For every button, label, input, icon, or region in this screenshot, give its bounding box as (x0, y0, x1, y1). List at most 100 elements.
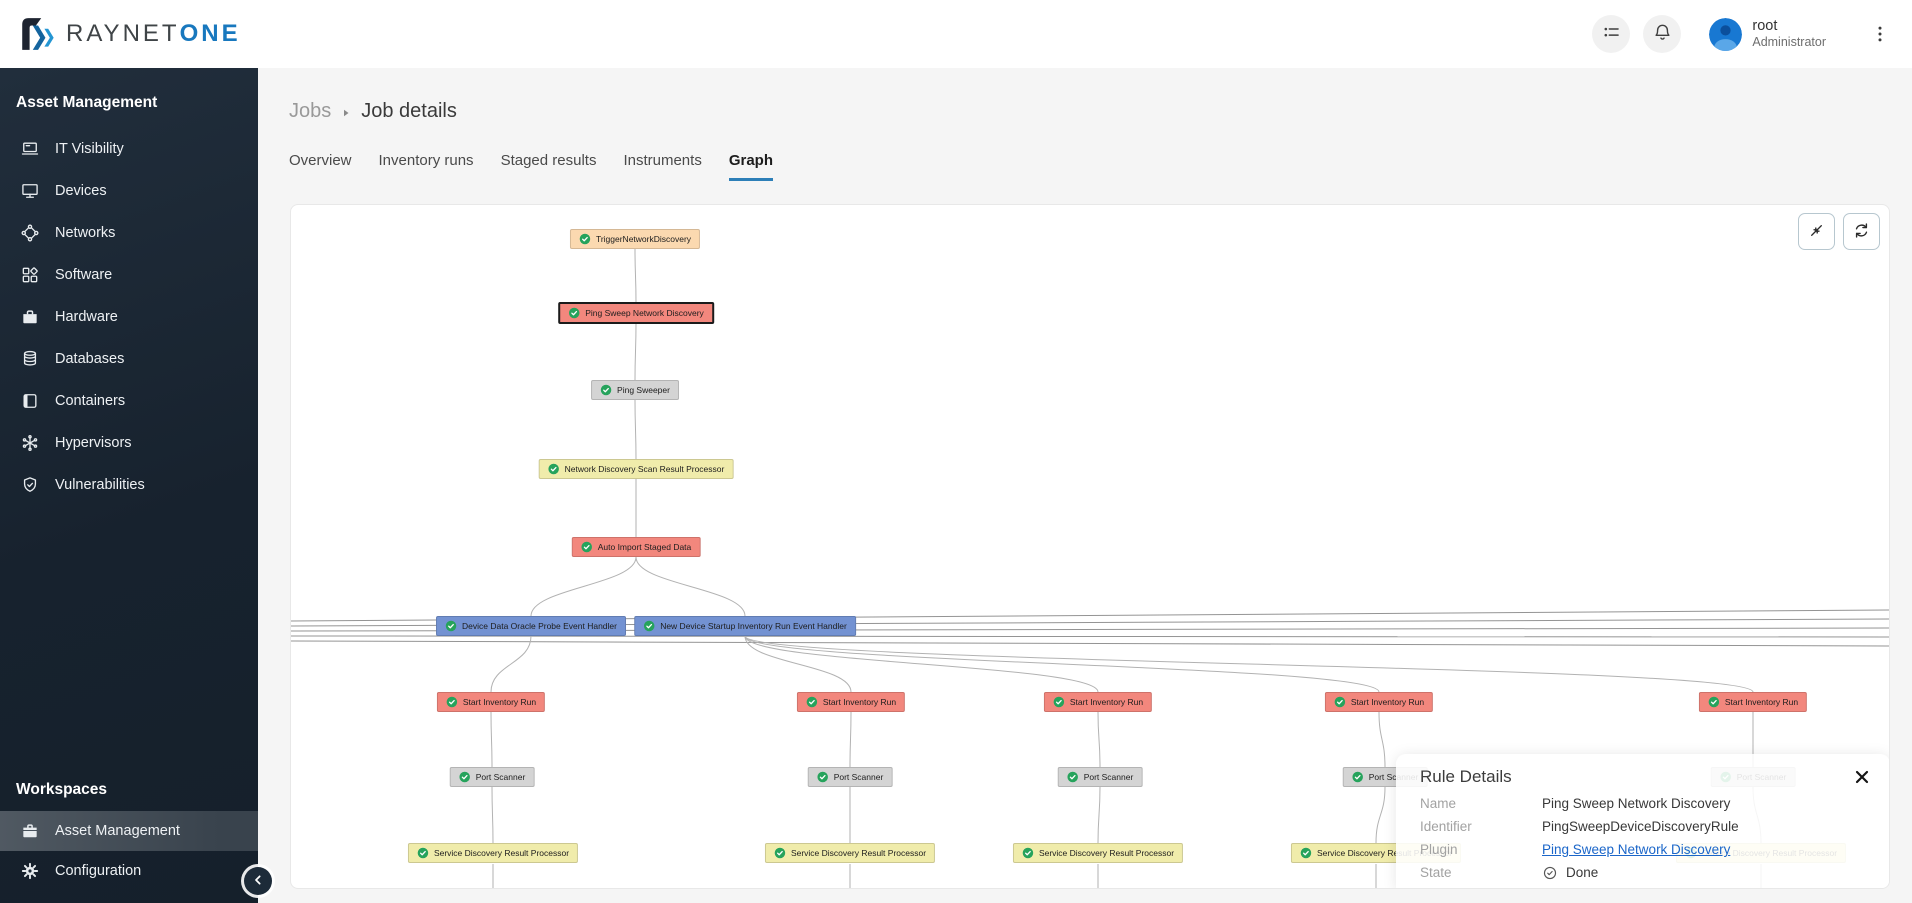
raynet-logo-icon (18, 15, 56, 53)
graph-controls (1798, 213, 1880, 250)
graph-node-device-data-oracle-probe-event-handler[interactable]: Device Data Oracle Probe Event Handler (436, 616, 626, 636)
breadcrumb-arrow-icon (340, 105, 352, 119)
rule-field-identifier: Identifier PingSweepDeviceDiscoveryRule (1420, 818, 1866, 836)
tasks-list-button[interactable] (1592, 15, 1631, 53)
workspace-item-configuration[interactable]: Configuration (0, 851, 258, 891)
brand-logo: RAYNETONE (18, 15, 241, 53)
user-role: Administrator (1752, 35, 1826, 50)
brand-name-primary: RAYNET (66, 20, 180, 47)
graph-node-auto-import-staged-data[interactable]: Auto Import Staged Data (571, 537, 701, 557)
workspace-item-asset-management[interactable]: Asset Management (0, 811, 258, 851)
graph-node-label: Network Discovery Scan Result Processor (564, 464, 725, 474)
plugin-link[interactable]: Ping Sweep Network Discovery (1542, 842, 1731, 857)
graph-edges (291, 248, 1889, 888)
sidebar-item-hardware[interactable]: Hardware (0, 296, 258, 338)
graph-node-label: TriggerNetworkDiscovery (595, 234, 692, 244)
monitor-icon (20, 181, 40, 201)
graph-node-ping-sweep-network-discovery[interactable]: Ping Sweep Network Discovery (558, 302, 714, 324)
sidebar-item-networks[interactable]: Networks (0, 212, 258, 254)
sidebar-item-hypervisors[interactable]: Hypervisors (0, 422, 258, 464)
rule-field-value: Ping Sweep Network Discovery (1542, 796, 1731, 811)
sidebar-item-label: Databases (55, 351, 125, 367)
check-circle-icon (1300, 847, 1312, 859)
user-name: root (1752, 18, 1778, 35)
sidebar-item-label: Hypervisors (55, 435, 132, 451)
graph-node-ping-sweeper[interactable]: Ping Sweeper (591, 380, 679, 400)
check-circle-icon (1352, 771, 1364, 783)
check-circle-icon (806, 696, 818, 708)
graph-node-label: Port Scanner (833, 772, 884, 782)
close-rule-details-button[interactable] (1850, 766, 1874, 790)
notifications-button[interactable] (1643, 15, 1682, 53)
tab-graph[interactable]: Graph (728, 152, 774, 181)
check-circle-icon (548, 463, 560, 475)
tasks-list-icon (1601, 22, 1622, 46)
check-circle-icon (568, 307, 580, 319)
breadcrumb: Jobs Job details (289, 100, 457, 123)
rule-field-label: Identifier (1420, 819, 1472, 834)
sidebar-item-software[interactable]: Software (0, 254, 258, 296)
graph-node-service-discovery-result-processor[interactable]: Service Discovery Result Processor (1012, 843, 1184, 863)
sidebar-item-it-visibility[interactable]: IT Visibility (0, 128, 258, 170)
app-header: RAYNETONE root Administrator (0, 0, 1912, 68)
tab-bar: Overview Inventory runs Staged results Inst… (289, 152, 774, 181)
graph-node-label: Start Inventory Run (1350, 697, 1425, 707)
tab-instruments[interactable]: Instruments (623, 152, 702, 169)
rule-field-label: Plugin (1420, 842, 1458, 857)
sidebar-item-databases[interactable]: Databases (0, 338, 258, 380)
graph-node-start-inventory-run[interactable]: Start Inventory Run (1043, 692, 1153, 712)
graph-node-service-discovery-result-processor[interactable]: Service Discovery Result Processor (407, 843, 579, 863)
shield-check-icon (20, 475, 40, 495)
graph-node-triggernetworkdiscovery[interactable]: TriggerNetworkDiscovery (569, 229, 701, 249)
graph-node-label: Service Discovery Result Processor (433, 848, 570, 858)
check-circle-icon (600, 384, 612, 396)
chevron-left-icon (250, 872, 266, 891)
workspace-item-label: Asset Management (55, 823, 180, 839)
rule-field-value: PingSweepDeviceDiscoveryRule (1542, 819, 1739, 834)
fit-to-screen-button[interactable] (1798, 213, 1835, 250)
breadcrumb-jobs-link[interactable]: Jobs (289, 100, 332, 122)
graph-node-start-inventory-run[interactable]: Start Inventory Run (1324, 692, 1434, 712)
refresh-button[interactable] (1843, 213, 1880, 250)
graph-node-port-scanner[interactable]: Port Scanner (449, 767, 535, 787)
check-circle-icon (579, 233, 591, 245)
sidebar-item-containers[interactable]: Containers (0, 380, 258, 422)
workspaces-title: Workspaces (16, 781, 108, 798)
sidebar-item-label: Vulnerabilities (55, 477, 145, 493)
graph-node-start-inventory-run[interactable]: Start Inventory Run (436, 692, 546, 712)
check-circle-icon (1067, 771, 1079, 783)
tab-staged-results[interactable]: Staged results (500, 152, 597, 169)
check-circle-icon (581, 541, 593, 553)
graph-node-start-inventory-run[interactable]: Start Inventory Run (1698, 692, 1808, 712)
check-circle-icon (1334, 696, 1346, 708)
rule-field-label: State (1420, 865, 1452, 880)
graph-node-port-scanner[interactable]: Port Scanner (807, 767, 893, 787)
graph-node-port-scanner[interactable]: Port Scanner (1057, 767, 1143, 787)
tab-inventory-runs[interactable]: Inventory runs (378, 152, 474, 169)
sidebar-item-devices[interactable]: Devices (0, 170, 258, 212)
workspace-item-label: Configuration (55, 863, 142, 879)
kebab-menu-icon[interactable] (1868, 21, 1892, 47)
graph-node-network-discovery-scan-result-processor[interactable]: Network Discovery Scan Result Processor (538, 459, 734, 479)
user-meta[interactable]: root Administrator (1752, 18, 1826, 49)
sidebar-item-vulnerabilities[interactable]: Vulnerabilities (0, 464, 258, 506)
tab-overview[interactable]: Overview (289, 152, 352, 169)
graph-node-label: Service Discovery Result Processor (1038, 848, 1175, 858)
check-circle-icon (1708, 696, 1720, 708)
check-circle-icon (1053, 696, 1065, 708)
graph-node-label: Device Data Oracle Probe Event Handler (462, 621, 617, 631)
brand-name: RAYNETONE (66, 20, 241, 48)
done-circle-icon (1542, 865, 1558, 881)
sidebar-collapse-button[interactable] (244, 867, 272, 895)
user-avatar[interactable] (1709, 17, 1743, 51)
graph-node-start-inventory-run[interactable]: Start Inventory Run (796, 692, 906, 712)
graph-node-service-discovery-result-processor[interactable]: Service Discovery Result Processor (764, 843, 936, 863)
graph-node-label: Service Discovery Result Processor (1316, 848, 1453, 858)
graph-node-new-device-startup-inventory-run-event-handler[interactable]: New Device Startup Inventory Run Event H… (634, 616, 856, 636)
brand-name-secondary: ONE (179, 20, 241, 47)
